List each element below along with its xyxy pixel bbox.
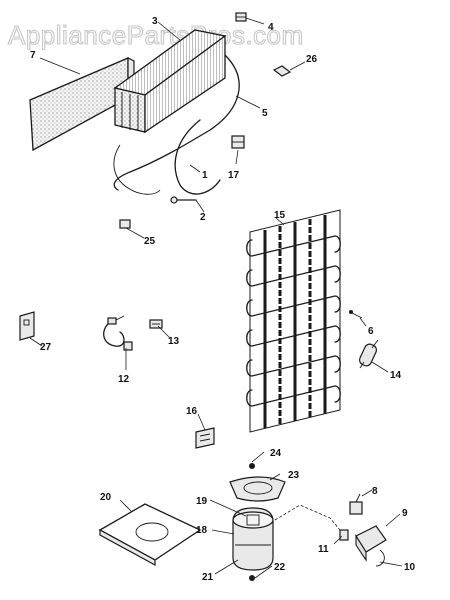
callout-14: 14 bbox=[390, 370, 402, 381]
callout-18: 18 bbox=[196, 525, 208, 536]
callout-10: 10 bbox=[404, 562, 416, 573]
overload-protector-part bbox=[349, 493, 363, 515]
callout-13: 13 bbox=[168, 336, 180, 347]
connector-part bbox=[272, 61, 306, 77]
callout-8: 8 bbox=[372, 486, 378, 497]
bracket-part bbox=[231, 135, 245, 149]
screw-part bbox=[170, 196, 197, 204]
callout-20: 20 bbox=[100, 492, 112, 503]
callout-labels: 7 3 4 26 5 1 17 2 25 15 6 14 27 12 13 16… bbox=[30, 16, 416, 583]
callout-22: 22 bbox=[274, 562, 286, 573]
callout-4: 4 bbox=[268, 22, 274, 33]
callout-1: 1 bbox=[202, 170, 208, 181]
compressor-part bbox=[232, 507, 274, 571]
callout-21: 21 bbox=[202, 572, 214, 583]
mounting-screw-part bbox=[349, 310, 363, 319]
callout-16: 16 bbox=[186, 406, 198, 417]
retainer-clip-part bbox=[235, 12, 247, 22]
suction-line-part bbox=[113, 54, 240, 191]
leader-lines bbox=[29, 17, 403, 579]
callout-23: 23 bbox=[288, 470, 300, 481]
callout-26: 26 bbox=[306, 54, 318, 65]
callout-2: 2 bbox=[200, 212, 206, 223]
callout-11: 11 bbox=[318, 544, 329, 555]
compressor-grommet-part bbox=[249, 575, 255, 581]
callout-7: 7 bbox=[30, 50, 36, 61]
watermark-text: AppliancePartsPros.com bbox=[8, 20, 304, 50]
relay-clip-part bbox=[339, 529, 349, 541]
start-relay-part bbox=[355, 525, 387, 567]
callout-15: 15 bbox=[274, 210, 286, 221]
capillary-tube-part bbox=[113, 144, 161, 195]
callout-5: 5 bbox=[262, 108, 268, 119]
callout-17: 17 bbox=[228, 170, 240, 181]
support-bracket-part bbox=[195, 427, 215, 449]
callout-25: 25 bbox=[144, 236, 156, 247]
callout-24: 24 bbox=[270, 448, 282, 459]
drain-tube-part bbox=[174, 119, 221, 195]
clamp-part bbox=[149, 319, 163, 329]
terminal-cover-part bbox=[229, 476, 286, 502]
compressor-base-plate-part bbox=[98, 503, 202, 567]
process-tube-part bbox=[274, 504, 341, 531]
cover-screw-part bbox=[249, 463, 255, 469]
callout-3: 3 bbox=[152, 16, 158, 27]
wire-harness-part bbox=[103, 315, 133, 351]
callout-12: 12 bbox=[118, 374, 130, 385]
callout-9: 9 bbox=[402, 508, 408, 519]
condenser-coil-part bbox=[246, 209, 341, 433]
grommet-part bbox=[119, 219, 131, 229]
evaporator-part bbox=[113, 29, 227, 134]
callout-27: 27 bbox=[40, 342, 52, 353]
callout-6: 6 bbox=[368, 326, 374, 337]
filter-drier-part bbox=[358, 339, 379, 369]
callout-19: 19 bbox=[196, 496, 208, 507]
mounting-plate-part bbox=[19, 311, 35, 341]
